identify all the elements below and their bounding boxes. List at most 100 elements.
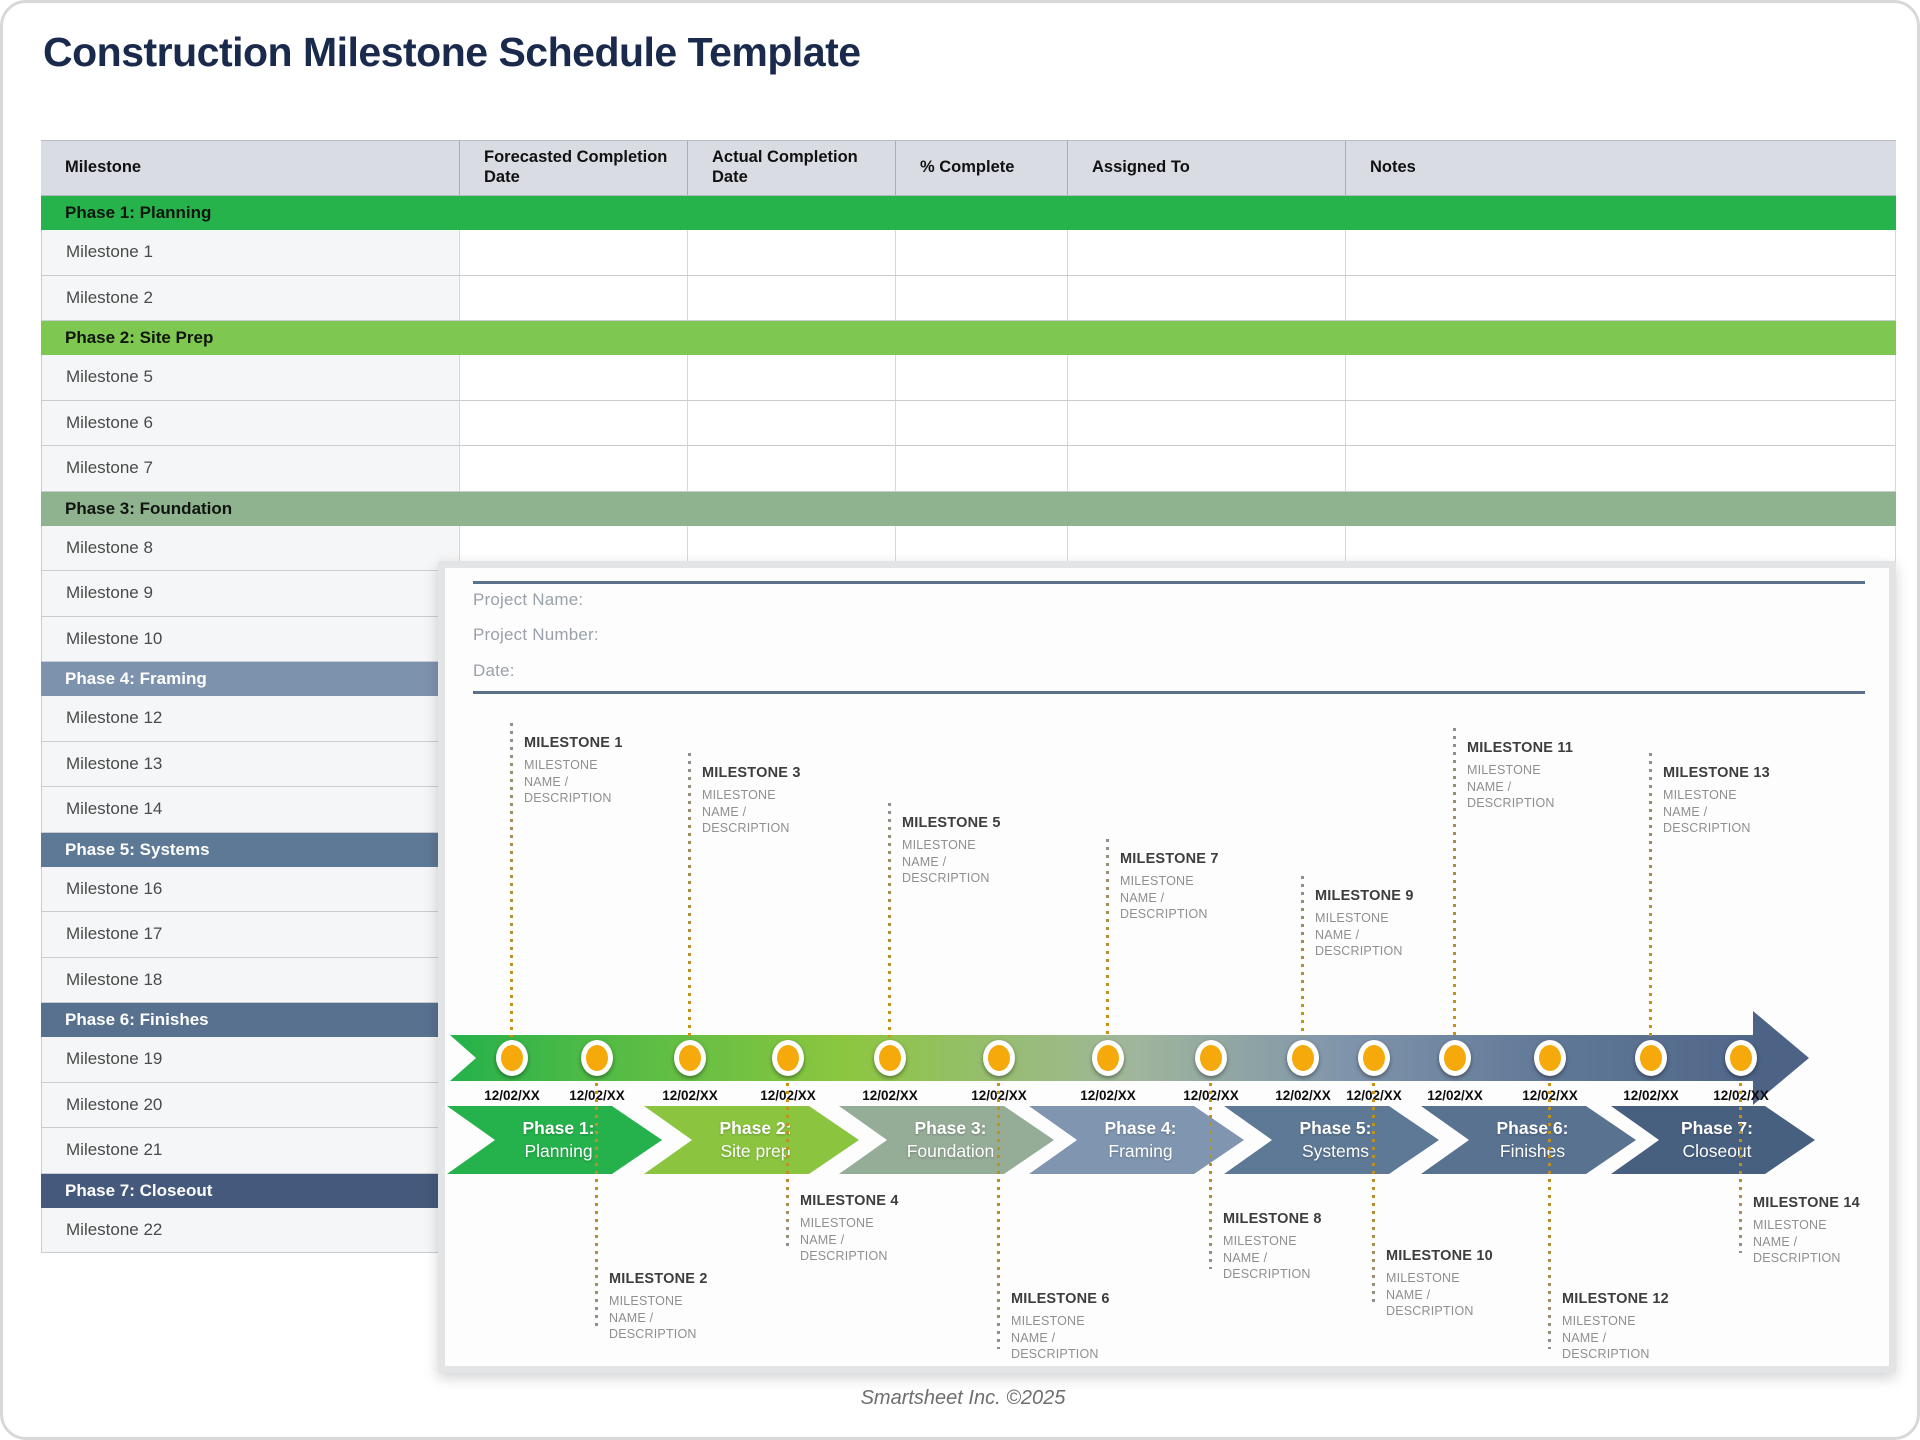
milestone-name-cell: Milestone 14 — [41, 787, 460, 832]
page-title: Construction Milestone Schedule Template — [43, 29, 861, 75]
phase-row: Phase 3: Foundation — [41, 491, 1896, 526]
table-row: Milestone 2 — [41, 275, 1896, 321]
milestone-name-cell: Milestone 17 — [41, 912, 460, 957]
milestone-label-title: MILESTONE 2 — [609, 1271, 708, 1287]
milestone-name-cell: Milestone 2 — [41, 275, 460, 320]
milestone-marker-icon — [1358, 1040, 1390, 1076]
milestone-marker-icon — [496, 1040, 528, 1076]
empty-data-cell — [688, 525, 896, 570]
milestone-connector-line — [1106, 839, 1109, 1037]
milestone-marker-icon — [983, 1040, 1015, 1076]
empty-data-cell — [460, 355, 688, 400]
milestone-name-cell: Milestone 5 — [41, 355, 460, 400]
phase-arrow: Phase 1:Planning — [447, 1106, 662, 1174]
milestone-name-cell: Milestone 7 — [41, 446, 460, 491]
phase-arrow-title: Phase 2: — [719, 1118, 792, 1139]
milestone-connector-line — [1301, 876, 1304, 1037]
empty-data-cell — [896, 230, 1068, 275]
milestone-marker-icon — [1534, 1040, 1566, 1076]
milestone-connector-line — [1649, 753, 1652, 1037]
empty-data-cell — [460, 230, 688, 275]
milestone-connector-line — [1209, 1083, 1212, 1269]
milestone-date: 12/02/XX — [484, 1088, 540, 1103]
milestone-marker-icon — [1635, 1040, 1667, 1076]
phase-arrow-subtitle: Closeout — [1682, 1141, 1752, 1161]
milestone-marker-icon — [674, 1040, 706, 1076]
milestone-marker-icon — [1287, 1040, 1319, 1076]
milestone-marker-icon — [1092, 1040, 1124, 1076]
phase-arrow: Phase 2:Site prep — [644, 1106, 859, 1174]
phase-arrow-title: Phase 1: — [522, 1118, 595, 1139]
project-name-field: Project Name: — [473, 590, 584, 609]
milestone-label-title: MILESTONE 4 — [800, 1193, 899, 1209]
milestone-label-title: MILESTONE 8 — [1223, 1211, 1322, 1227]
milestone-marker-icon — [772, 1040, 804, 1076]
milestone-connector-line — [888, 803, 891, 1037]
milestone-connector-line — [1453, 728, 1456, 1037]
milestone-label-title: MILESTONE 5 — [902, 815, 1001, 831]
milestone-name-cell: Milestone 13 — [41, 741, 460, 786]
empty-data-cell — [1068, 446, 1346, 491]
milestone-label-title: MILESTONE 13 — [1663, 765, 1770, 781]
phase-arrow-title: Phase 6: — [1496, 1118, 1569, 1139]
milestone-marker-icon — [1439, 1040, 1471, 1076]
milestone-label-title: MILESTONE 14 — [1753, 1195, 1860, 1211]
milestone-name-cell: Milestone 8 — [41, 525, 460, 570]
bottom-rule — [473, 691, 1865, 694]
phase-arrow: Phase 3:Foundation — [839, 1106, 1054, 1174]
empty-data-cell — [1068, 355, 1346, 400]
empty-data-cell — [1068, 400, 1346, 445]
empty-data-cell — [1068, 275, 1346, 320]
milestone-date: 12/02/XX — [862, 1088, 918, 1103]
phase-arrow: Phase 6:Finishes — [1421, 1106, 1636, 1174]
phase-arrow-title: Phase 3: — [914, 1118, 987, 1139]
table-row: Milestone 7 — [41, 446, 1896, 492]
column-header-complete: % Complete — [896, 141, 1068, 195]
table-row: Milestone 6 — [41, 400, 1896, 446]
empty-data-cell — [460, 446, 688, 491]
phase-arrow-subtitle: Finishes — [1499, 1141, 1566, 1161]
milestone-label-title: MILESTONE 6 — [1011, 1291, 1110, 1307]
empty-data-cell — [688, 400, 896, 445]
milestone-name-cell: Milestone 1 — [41, 230, 460, 275]
phase-arrow-title: Phase 4: — [1104, 1118, 1177, 1139]
empty-data-cell — [460, 400, 688, 445]
date-field: Date: — [473, 661, 515, 680]
empty-data-cell — [1346, 275, 1896, 320]
empty-data-cell — [1346, 230, 1896, 275]
milestone-name-cell: Milestone 18 — [41, 957, 460, 1002]
empty-data-cell — [1346, 446, 1896, 491]
milestone-label-title: MILESTONE 1 — [524, 735, 623, 751]
milestone-name-cell: Milestone 9 — [41, 571, 460, 616]
phase-arrow-subtitle: Foundation — [906, 1141, 995, 1161]
milestone-label-title: MILESTONE 10 — [1386, 1248, 1493, 1264]
top-rule — [473, 581, 1865, 584]
column-header-notes: Notes — [1370, 158, 1416, 177]
milestone-label-title: MILESTONE 11 — [1467, 740, 1574, 756]
milestone-name-cell: Milestone 22 — [41, 1207, 460, 1252]
milestone-connector-line — [1372, 1083, 1375, 1306]
empty-data-cell — [688, 446, 896, 491]
empty-data-cell — [1068, 230, 1346, 275]
project-number-field: Project Number: — [473, 625, 599, 644]
timeline-canvas: Project Name: Project Number: Date: 12/0… — [445, 568, 1889, 1366]
